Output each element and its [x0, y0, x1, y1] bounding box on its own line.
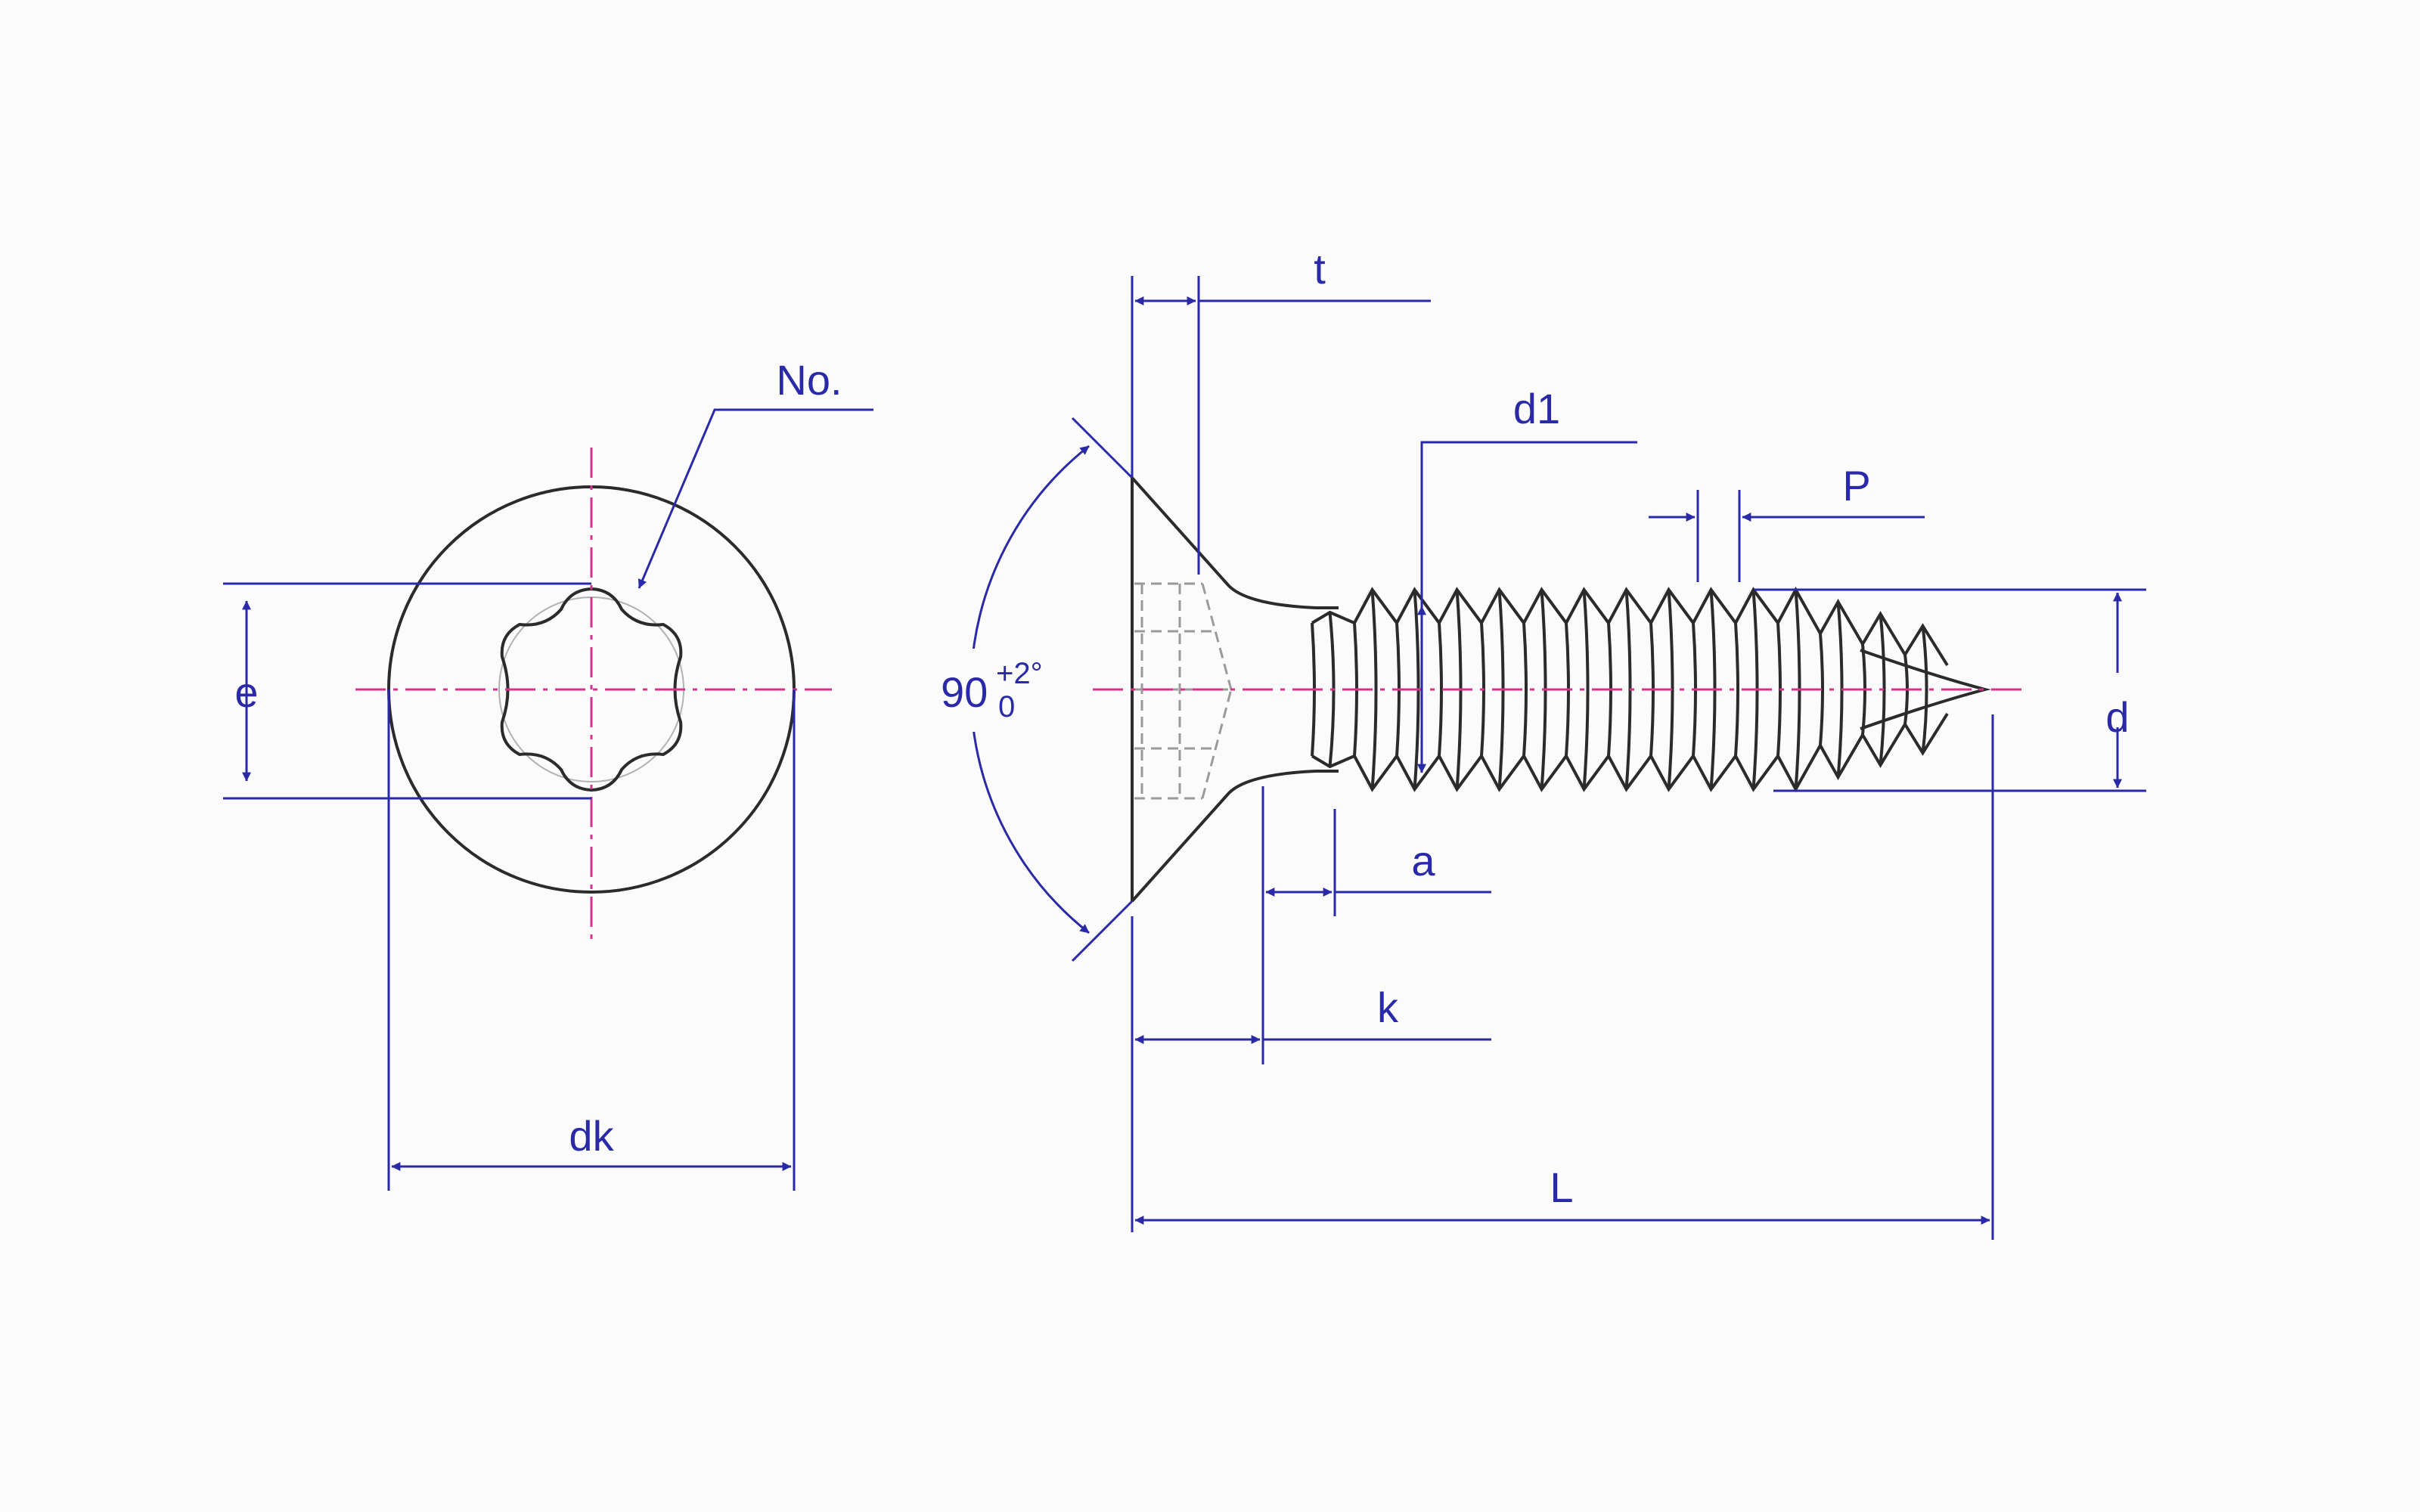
- thread-bottom-flank: [1607, 754, 1652, 792]
- thread-top-flank: [1565, 587, 1610, 624]
- shank: [1316, 606, 1339, 773]
- angle-upper-tolerance: +2°: [996, 657, 1043, 690]
- hidden-recess: [1134, 582, 1233, 800]
- label-e: e: [234, 668, 258, 716]
- thread-crest-line: [1921, 625, 1928, 754]
- thread-top-flank: [1438, 587, 1483, 624]
- thread-top-flank: [1649, 587, 1695, 624]
- screw-side-view: [1093, 476, 2027, 903]
- thread-root-line: [1819, 633, 1824, 746]
- label-dk: dk: [569, 1112, 614, 1160]
- thread-crest-line: [1370, 589, 1378, 790]
- thread-bottom-flank: [1311, 754, 1355, 769]
- label-d1: d1: [1513, 385, 1560, 432]
- label-k: k: [1377, 984, 1399, 1031]
- thread-profile: [1311, 586, 1949, 793]
- angle-lower-tolerance: 0: [998, 690, 1015, 723]
- dimension-d1: d1: [1417, 385, 1637, 773]
- thread-bottom-flank: [1734, 754, 1779, 792]
- leader-no: No.: [638, 356, 873, 589]
- thread-top-flank: [1311, 610, 1355, 624]
- thread-bottom-flank: [1522, 754, 1568, 792]
- label-d: d: [2105, 693, 2129, 741]
- dimension-p: P: [1649, 462, 1925, 582]
- thread-top-flank: [1353, 587, 1398, 624]
- screw-tip: [1860, 649, 1991, 730]
- thread-bottom-flank: [1565, 754, 1610, 792]
- dimension-angle: 90 +2° 0: [930, 417, 1134, 962]
- thread-bottom-flank: [1438, 754, 1483, 792]
- thread-top-flank: [1734, 587, 1779, 624]
- label-p: P: [1842, 462, 1870, 510]
- label-a: a: [1411, 837, 1435, 885]
- dimension-l: L: [1134, 714, 1994, 1240]
- thread-bottom-flank: [1649, 754, 1695, 792]
- thread-root-line: [1522, 622, 1528, 757]
- thread-top-flank: [1522, 587, 1568, 624]
- dimension-k: k: [1131, 916, 1491, 1232]
- dimension-d: d: [1754, 588, 2146, 792]
- thread-bottom-flank: [1395, 754, 1441, 792]
- dimension-t: t: [1131, 245, 1431, 575]
- thread-crest-line: [1582, 589, 1590, 790]
- thread-crest-line: [1836, 601, 1844, 778]
- thread-crest-line: [1879, 613, 1886, 766]
- angle-value: 90: [941, 668, 988, 716]
- thread-top-flank: [1692, 587, 1737, 624]
- thread-top-flank: [1607, 587, 1652, 624]
- label-no: No.: [776, 356, 842, 404]
- thread-crest-line: [1667, 589, 1674, 790]
- thread-bottom-flank: [1480, 754, 1525, 792]
- head-top-view: [355, 448, 832, 945]
- torx-recess-outline: [500, 587, 683, 792]
- dimension-a: a: [1261, 786, 1491, 1064]
- thread-bottom-flank: [1353, 754, 1398, 792]
- label-l: L: [1550, 1163, 1573, 1211]
- thread-root-line: [1734, 622, 1739, 757]
- dimension-e: e: [223, 582, 591, 800]
- label-t: t: [1314, 245, 1326, 293]
- thread-root-line: [1438, 622, 1443, 757]
- thread-crest-line: [1624, 589, 1632, 790]
- dimension-dk: dk: [387, 689, 796, 1191]
- thread-bottom-flank: [1692, 754, 1737, 792]
- thread-top-flank: [1480, 587, 1525, 624]
- thread-top-flank: [1395, 587, 1441, 624]
